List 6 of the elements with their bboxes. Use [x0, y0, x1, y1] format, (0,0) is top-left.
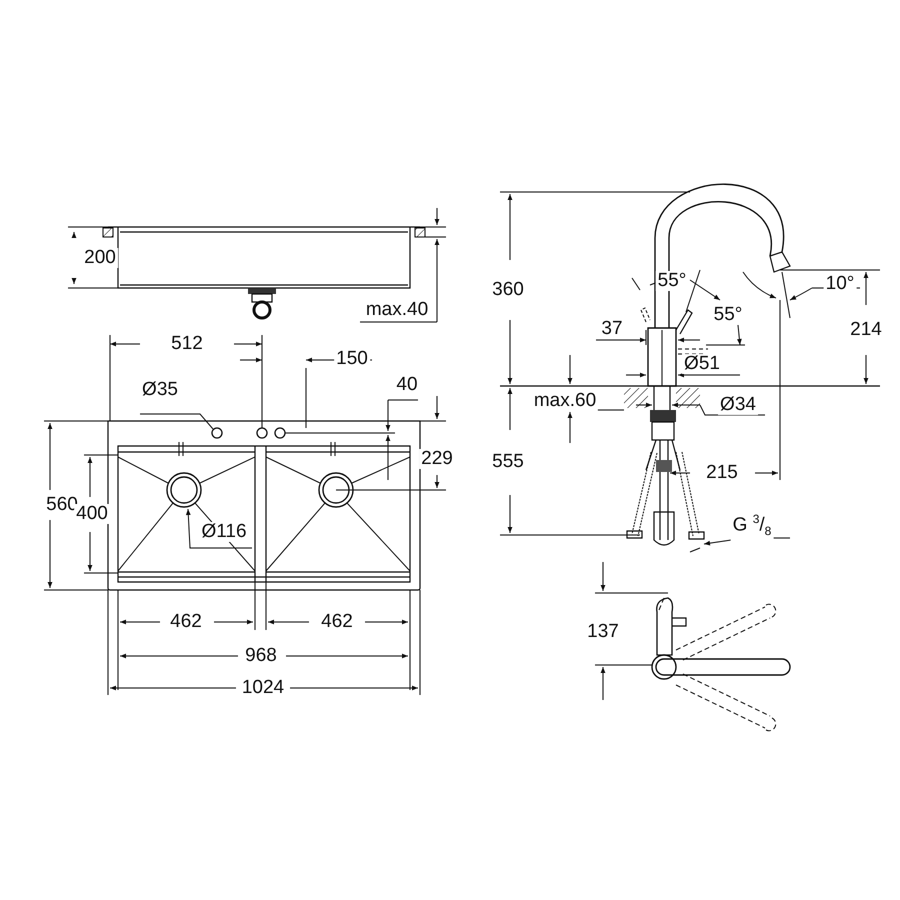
dimension-label: 55° [656, 271, 688, 291]
dimension-label: Ø51 [682, 354, 722, 374]
dimension-label: Ø34 [718, 395, 758, 415]
dimension-label: Ø116 [199, 522, 249, 542]
dimension-label: 229 [419, 449, 455, 469]
dimension-label: 200 [82, 248, 118, 268]
